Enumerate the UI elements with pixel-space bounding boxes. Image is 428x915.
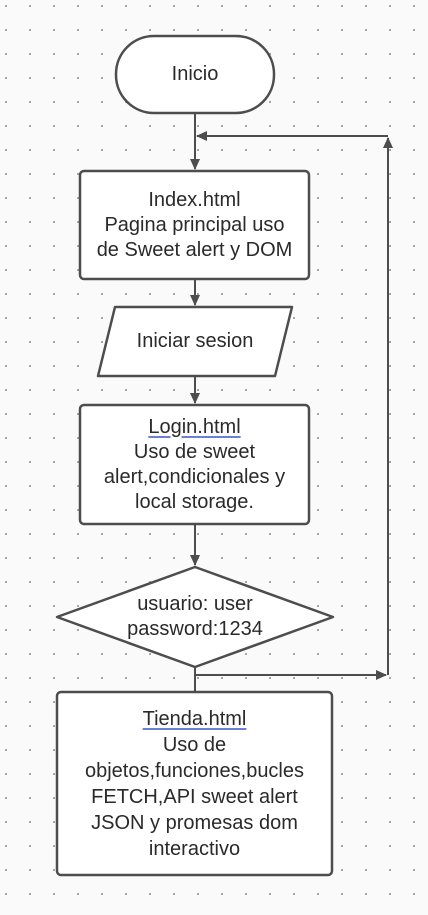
tienda-label: Tienda.html Uso de objetos,funciones,buc… (57, 692, 332, 875)
login-label: Login.html Uso de sweet alert,condiciona… (80, 405, 309, 524)
index-desc-line-1: Pagina principal uso (104, 213, 285, 236)
start-text: Inicio (171, 63, 219, 85)
login-desc-line-1: Uso de sweet (133, 440, 256, 463)
index-label: Index.html Pagina principal uso de Sweet… (80, 171, 309, 279)
tienda-desc-line-1: Uso de (162, 733, 227, 756)
login-filename-link[interactable]: Login.html (148, 415, 241, 438)
tienda-desc-line-5: interactivo (148, 837, 241, 860)
start-label: Inicio (116, 36, 274, 113)
tienda-filename-link[interactable]: Tienda.html (142, 707, 247, 730)
iniciar-sesion-text: Iniciar sesion (136, 330, 254, 352)
tienda-desc-line-4: JSON y promesas dom (91, 811, 298, 834)
login-desc-line-2: alert,condicionales y (103, 465, 286, 488)
index-filename: Index.html (148, 188, 241, 211)
decision-password-text: password:1234 (127, 618, 263, 640)
tienda-desc-line-2: objetos,funciones,bucles (84, 759, 305, 782)
index-desc-line-2: de Sweet alert y DOM (96, 238, 293, 261)
iniciar-sesion-label: Iniciar sesion (98, 307, 292, 376)
iniciar-sesion-io[interactable] (96, 305, 294, 378)
decision-user-text: usuario: user (137, 593, 253, 615)
login-desc-line-3: local storage. (135, 490, 254, 513)
tienda-desc-line-3: FETCH,API sweet alert (91, 785, 298, 808)
decision-label: usuario: user password:1234 (57, 567, 333, 667)
